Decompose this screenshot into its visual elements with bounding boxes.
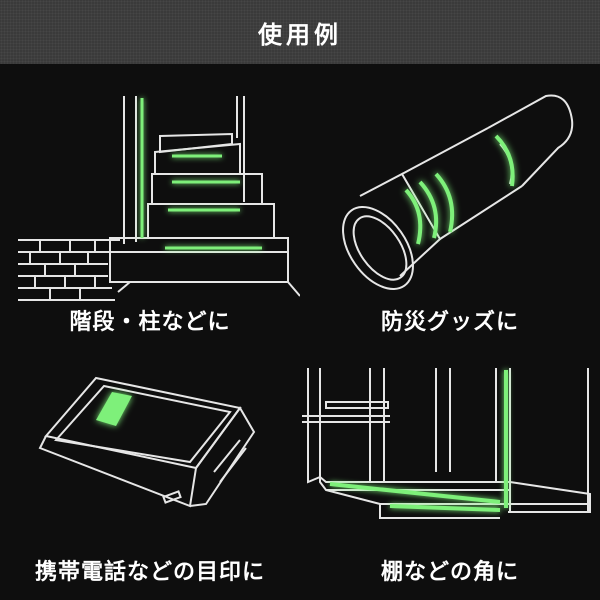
staircase-illustration (18, 96, 300, 301)
flashlight-illustration (342, 94, 574, 290)
example-shelf: 棚などの角に (300, 332, 600, 600)
mobile-phone-illustration (38, 376, 256, 508)
caption-flashlight: 防災グッズに (380, 310, 519, 335)
example-mobile-phone: 携帯電話などの目印に (0, 332, 300, 600)
caption-stairs: 階段・柱などに (69, 310, 231, 335)
caption-mobile-phone: 携帯電話などの目印に (34, 560, 265, 585)
page-title: 使用例 (258, 20, 342, 49)
header-bar: 使用例 (0, 0, 600, 64)
caption-shelf: 棚などの角に (380, 560, 519, 585)
shelf-illustration (302, 368, 591, 519)
example-stairs: 階段・柱などに (0, 64, 300, 335)
example-flashlight: 防災グッズに (300, 64, 600, 335)
